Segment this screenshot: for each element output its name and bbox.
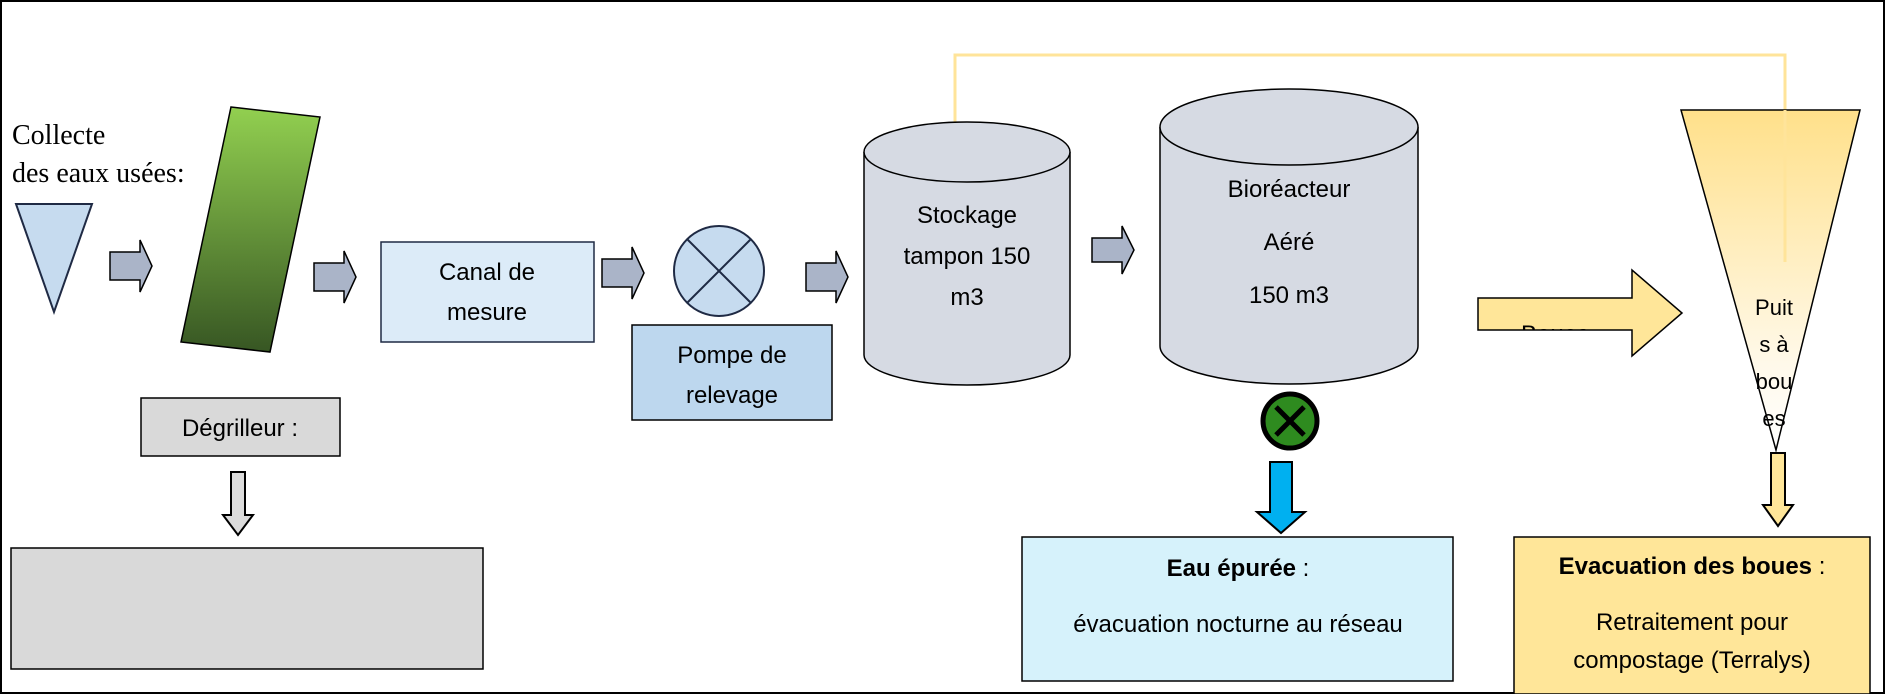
- puits-label-l4-clip: es: [1762, 406, 1785, 431]
- stockage-line2: tampon 150: [904, 243, 1031, 270]
- bioreactor-cylinder: [1159, 88, 1419, 385]
- treated-water-title: Eau épurée :: [1167, 555, 1310, 582]
- pompe-relevage-box: [631, 324, 833, 421]
- sludge-evacuation-title: Evacuation des boues :: [1559, 553, 1826, 580]
- canal-mesure-line2: mesure: [447, 299, 527, 326]
- canal-mesure-box: [380, 241, 595, 343]
- puits-label-l2: s à: [1759, 332, 1789, 357]
- pompe-relevage-line1: Pompe de: [677, 342, 786, 369]
- stockage-line3: m3: [950, 284, 983, 311]
- treated-water-down-arrow: [1254, 461, 1308, 535]
- flow-arrow-5: [1091, 225, 1135, 275]
- sludge-down-arrow: [1761, 452, 1795, 528]
- sludge-evacuation-box: [1513, 536, 1871, 694]
- storage-tank-cylinder: [863, 121, 1071, 386]
- collection-funnel-icon: [14, 203, 94, 316]
- sludge-arrow-label-clip: Boues: [1521, 321, 1589, 348]
- pump-icon: [673, 225, 765, 317]
- bioreacteur-line1: Bioréacteur: [1228, 176, 1351, 203]
- collecte-label-line1: Collecte: [12, 120, 105, 151]
- solids-evacuation-box: [10, 547, 484, 670]
- collecte-label-line2: des eaux usées:: [12, 158, 185, 189]
- flow-arrow-1: [109, 239, 153, 293]
- puits-label-l4: es: [1762, 406, 1785, 431]
- flow-arrow-3: [601, 246, 645, 300]
- sludge-evacuation-line1: Retraitement pour: [1596, 609, 1788, 636]
- flow-arrow-4: [805, 250, 849, 304]
- treated-water-box: [1021, 536, 1454, 682]
- sludge-well-cone-icon: [1680, 109, 1861, 453]
- treated-water-body: évacuation nocturne au réseau: [1073, 611, 1403, 638]
- bioreacteur-line3: 150 m3: [1249, 282, 1329, 309]
- bioreacteur-line2: Aéré: [1264, 229, 1315, 256]
- sludge-flow-arrow: [1477, 268, 1684, 358]
- degrilleur-label: Dégrilleur :: [182, 415, 298, 442]
- valve-icon: [1260, 391, 1320, 451]
- puits-label-l1: Puit: [1755, 295, 1793, 320]
- flow-arrow-2: [313, 250, 357, 304]
- sludge-evacuation-line2: compostage (Terralys): [1573, 647, 1810, 674]
- screen-grid-icon: [180, 106, 321, 353]
- degrilleur-box: [140, 397, 341, 457]
- canal-mesure-line1: Canal de: [439, 259, 535, 286]
- stockage-line1: Stockage: [917, 202, 1017, 229]
- solids-down-arrow: [221, 471, 255, 537]
- sludge-arrow-label: Boues: [1521, 321, 1589, 348]
- puits-label-l3: bou: [1756, 369, 1793, 394]
- pompe-relevage-line2: relevage: [686, 382, 778, 409]
